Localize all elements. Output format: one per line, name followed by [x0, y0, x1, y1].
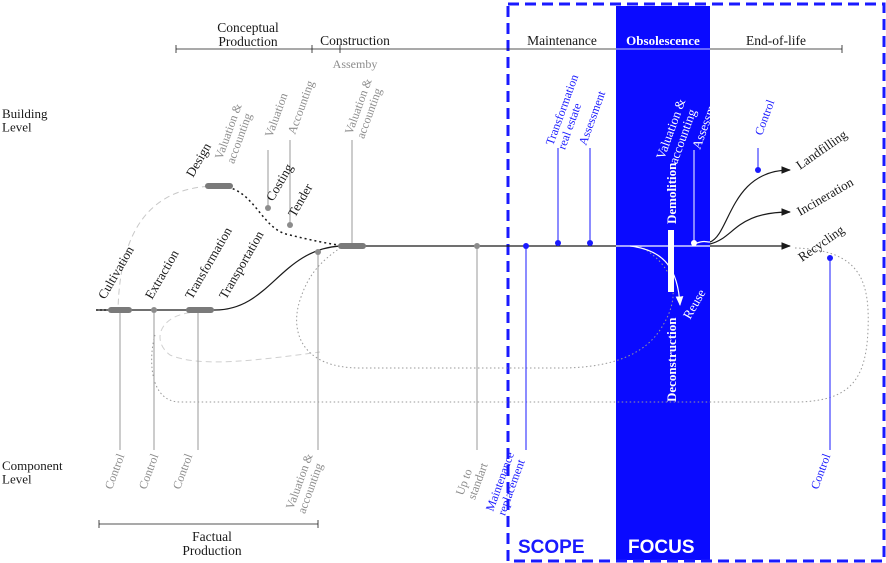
design-label: Design	[183, 140, 215, 180]
control-label-top: Control	[752, 97, 778, 137]
assembly-label: Assemby	[333, 57, 378, 71]
cultivation-bar	[108, 307, 132, 313]
tender-label: Tender	[285, 180, 316, 219]
maintenance-replacement-label: Maintenancereplacement	[483, 450, 529, 517]
grey-connectors	[119, 140, 478, 450]
cultivation-label: Cultivation	[95, 243, 137, 302]
recycling-label: Recycling	[795, 222, 847, 265]
design-curve	[217, 185, 346, 247]
valuation-accounting-label-1: Valuation &accounting	[212, 101, 257, 166]
demolition-label: Demolition	[664, 162, 679, 224]
phase-timeline	[175, 45, 843, 53]
landfilling-arrow	[709, 166, 791, 243]
valuation-accounting-label-2: Valuation &accounting	[342, 76, 387, 141]
construction-label: Construction	[320, 33, 390, 48]
construction-bar	[338, 243, 366, 249]
focus-band	[616, 6, 710, 560]
design-bar	[205, 183, 233, 189]
control-label-4: Control	[808, 451, 834, 491]
factual-production-line	[98, 520, 319, 528]
maintenance-label: Maintenance	[527, 33, 597, 48]
scope-label: SCOPE	[518, 537, 585, 558]
connector-dots	[151, 167, 833, 313]
assessment-label-1: Assessment	[576, 88, 609, 147]
valuation-accounting-comp-label: Valuation &accounting	[283, 451, 328, 516]
blue-connectors	[525, 148, 831, 450]
incineration-arrow	[709, 208, 791, 245]
control-label-1: Control	[102, 451, 128, 491]
landfilling-label: Landfilling	[793, 126, 850, 172]
scope-box	[506, 2, 886, 563]
obsolescence-label: Obsolescence	[626, 33, 700, 48]
control-label-2: Control	[136, 451, 162, 491]
reuse-loop	[296, 245, 674, 369]
demolition-bar	[668, 230, 674, 292]
reuse-arrow	[629, 245, 684, 306]
end-of-life-label: End-of-life	[746, 33, 806, 48]
transformation-bar	[186, 307, 214, 313]
extraction-label: Extraction	[142, 247, 182, 302]
incineration-label: Incineration	[794, 174, 856, 219]
recycling-loop	[151, 247, 869, 403]
return-dashed-loop	[159, 311, 321, 363]
deconstruction-label: Deconstruction	[664, 317, 679, 402]
conceptual-dashed-curve	[117, 185, 219, 311]
up-to-standart-label: Up tostandart	[453, 456, 491, 501]
accounting-label: Accounting	[285, 79, 317, 136]
control-label-3: Control	[170, 451, 196, 491]
focus-label: FOCUS	[628, 537, 695, 558]
